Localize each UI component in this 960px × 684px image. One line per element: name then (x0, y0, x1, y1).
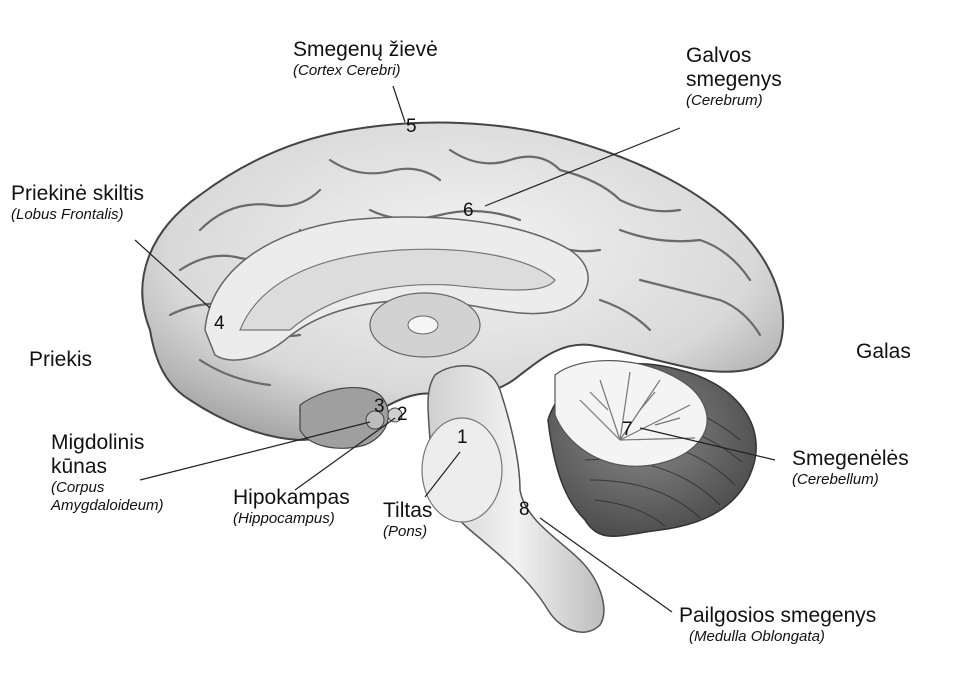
label-cortex: Smegenų žievė (Cortex Cerebri) (293, 38, 438, 79)
label-cortex-name: Smegenų žievė (293, 38, 438, 61)
label-medulla: Pailgosios smegenys (Medulla Oblongata) (679, 604, 876, 645)
label-frontal-name: Priekinė skiltis (11, 182, 145, 205)
marker-1: 1 (457, 427, 468, 448)
label-amygdala-latin: (Corpus Amygdaloideum) (51, 479, 164, 514)
cerebrum-shape (141, 121, 784, 449)
label-frontal: Priekinė skiltis (Lobus Frontalis) (11, 182, 144, 223)
label-cerebrum: Galvos smegenys (Cerebrum) (686, 44, 806, 110)
label-pons: Tiltas (Pons) (383, 499, 432, 540)
label-cerebrum-latin: (Cerebrum) (686, 92, 763, 110)
label-cerebellum-name: Smegenėlės (792, 447, 909, 470)
leader-lines (134, 85, 776, 613)
label-medulla-latin: (Medulla Oblongata) (689, 628, 825, 646)
marker-2: 2 (397, 404, 408, 425)
label-cerebellum: Smegenėlės (Cerebellum) (792, 447, 909, 488)
label-hippocampus-name: Hipokampas (233, 486, 350, 509)
marker-6: 6 (463, 200, 474, 221)
front-label: Priekis (29, 348, 93, 371)
cerebellum-shape (547, 360, 757, 537)
marker-8: 8 (519, 499, 530, 520)
label-frontal-latin: (Lobus Frontalis) (11, 206, 124, 224)
label-medulla-name: Pailgosios smegenys (679, 604, 877, 627)
label-cerebrum-name: Galvos smegenys (686, 44, 782, 92)
label-cortex-latin: (Cortex Cerebri) (293, 62, 401, 80)
label-cerebellum-latin: (Cerebellum) (792, 471, 879, 489)
brainstem-shape (365, 364, 605, 633)
label-hippocampus-latin: (Hippocampus) (233, 510, 335, 528)
label-pons-latin: (Pons) (383, 523, 428, 541)
marker-7: 7 (622, 419, 633, 440)
back-label: Galas (856, 340, 911, 363)
label-hippocampus: Hipokampas (Hippocampus) (233, 486, 350, 527)
marker-5: 5 (406, 116, 417, 137)
label-pons-name: Tiltas (383, 499, 433, 522)
marker-3: 3 (374, 396, 385, 417)
label-amygdala: Migdolinis kūnas (Corpus Amygdaloideum) (51, 431, 201, 514)
label-amygdala-name: Migdolinis kūnas (51, 431, 145, 479)
marker-4: 4 (214, 313, 225, 334)
